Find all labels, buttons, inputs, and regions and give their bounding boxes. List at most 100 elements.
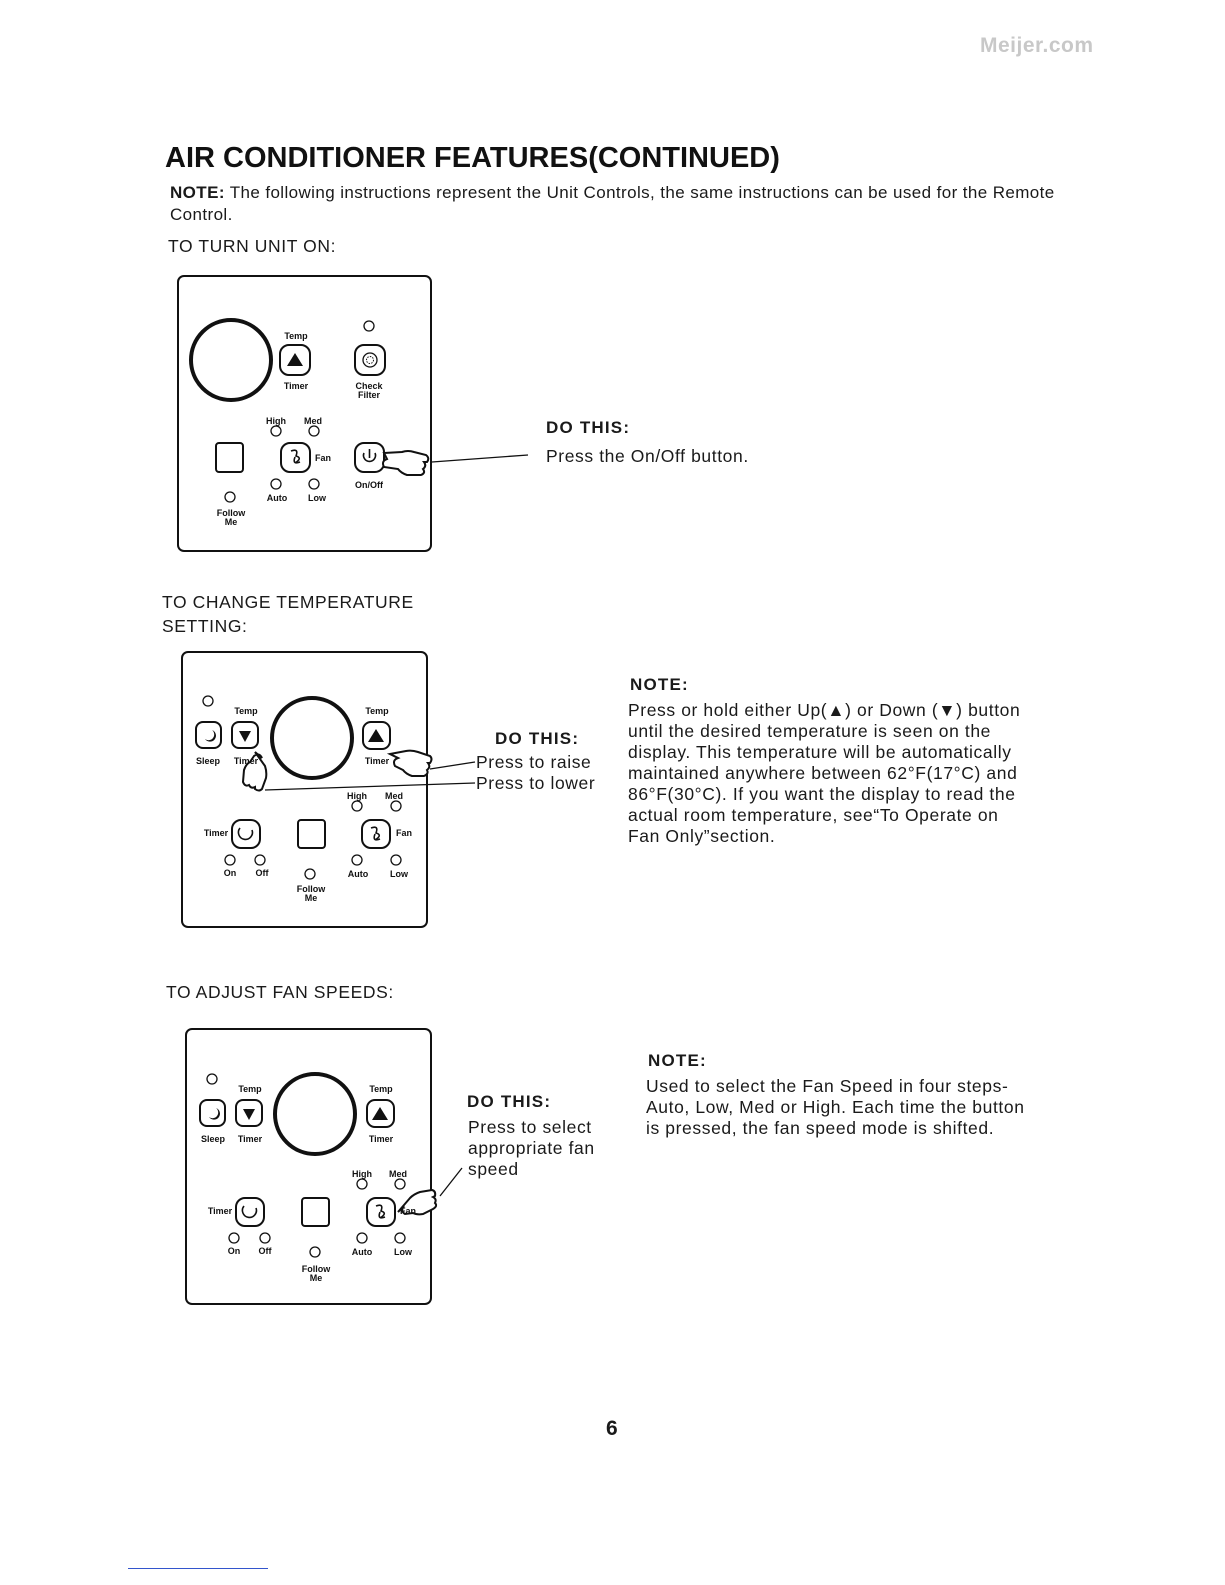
note-label-fan: NOTE: — [648, 1051, 707, 1070]
timer-icon — [237, 827, 254, 841]
fan-button — [280, 442, 311, 473]
page-title: AIR CONDITIONER FEATURES(CONTINUED) — [165, 142, 780, 174]
page-number: 6 — [606, 1417, 618, 1440]
control-panel-3 — [185, 1028, 432, 1305]
control-panel-1 — [177, 275, 432, 552]
svg-text:Med: Med — [304, 416, 322, 426]
fan-instruction-line: appropriate fan — [468, 1138, 595, 1158]
svg-text:Timer: Timer — [284, 381, 309, 391]
svg-text:Low: Low — [394, 1247, 413, 1257]
do-this-label-2: DO THIS: — [495, 729, 580, 748]
svg-text:High: High — [352, 1169, 372, 1179]
sleep-button — [195, 721, 222, 749]
fan-instruction-line: speed — [468, 1159, 519, 1179]
svg-text:Follow: Follow — [217, 508, 246, 518]
footer-link-underline — [128, 1568, 268, 1569]
power-icon — [362, 449, 377, 463]
svg-text:Fan: Fan — [315, 453, 331, 463]
svg-text:On: On — [228, 1246, 241, 1256]
svg-text:Filter: Filter — [358, 390, 381, 400]
up-arrow-icon — [287, 353, 303, 366]
intro-note-text: The following instructions represent the… — [170, 183, 1055, 224]
note-line: Used to select the Fan Speed in four ste… — [646, 1076, 1009, 1096]
svg-text:Temp: Temp — [238, 1084, 262, 1094]
temp-down-button — [231, 721, 259, 749]
svg-text:Timer: Timer — [234, 756, 259, 766]
svg-text:Temp: Temp — [365, 706, 389, 716]
svg-text:Timer: Timer — [369, 1134, 394, 1144]
section-title-turn-on: TO TURN UNIT ON: — [168, 236, 337, 256]
svg-text:Med: Med — [385, 791, 403, 801]
timer-button — [231, 819, 261, 849]
p1-label-temp: Temp — [284, 331, 308, 341]
svg-text:High: High — [266, 416, 286, 426]
note-line: Fan Only”section. — [628, 826, 776, 846]
intro-note: NOTE: The following instructions represe… — [170, 182, 1070, 226]
filter-icon — [362, 352, 378, 368]
note-text-fan: Used to select the Fan Speed in four ste… — [646, 1076, 1086, 1139]
up-arrow-icon-2 — [368, 729, 384, 742]
svg-text:Auto: Auto — [348, 869, 369, 879]
intro-note-label: NOTE: — [170, 183, 225, 202]
temp-up-button-2 — [362, 721, 391, 750]
svg-text:Timer: Timer — [208, 1206, 233, 1216]
note-line: 86°F(30°C). If you want the display to r… — [628, 784, 1016, 804]
indicator-light — [363, 320, 375, 332]
note-line: maintained anywhere between 62°F(17°C) a… — [628, 763, 1018, 783]
note-line: actual room temperature, see“To Operate … — [628, 805, 999, 825]
svg-text:On: On — [224, 868, 237, 878]
svg-text:Fan: Fan — [400, 1206, 416, 1216]
check-filter-button — [354, 344, 386, 376]
display-dial — [189, 318, 273, 402]
note-line: until the desired temperature is seen on… — [628, 721, 991, 741]
note-label-temp: NOTE: — [630, 675, 689, 694]
fan-instruction: Press to select appropriate fan speed — [468, 1117, 595, 1180]
fan-button-3 — [366, 1197, 396, 1227]
section-title-change-temp: TO CHANGE TEMPERATURE SETTING: — [162, 590, 414, 638]
on-off-button — [354, 442, 385, 473]
section-title-line2: SETTING: — [162, 616, 248, 636]
svg-text:Fan: Fan — [396, 828, 412, 838]
svg-text:Me: Me — [310, 1273, 323, 1283]
svg-text:High: High — [347, 791, 367, 801]
svg-text:Timer: Timer — [204, 828, 229, 838]
down-arrow-icon — [239, 731, 251, 742]
pointing-hand-icon — [382, 450, 430, 476]
svg-text:Sleep: Sleep — [196, 756, 221, 766]
note-line: Press or hold either Up(▲) or Down (▼) b… — [628, 700, 1021, 720]
svg-text:Me: Me — [225, 517, 238, 527]
watermark: Meijer.com — [980, 34, 1094, 57]
note-line: Auto, Low, Med or High. Each time the bu… — [646, 1097, 1025, 1117]
svg-text:Timer: Timer — [238, 1134, 263, 1144]
svg-text:Auto: Auto — [267, 493, 288, 503]
fan-instruction-line: Press to select — [468, 1117, 592, 1137]
svg-text:Timer: Timer — [365, 756, 390, 766]
note-line: is pressed, the fan speed mode is shifte… — [646, 1118, 995, 1138]
fan-icon — [290, 449, 301, 464]
svg-text:On/Off: On/Off — [355, 480, 384, 490]
svg-text:Temp: Temp — [234, 706, 258, 716]
turn-on-instruction: Press the On/Off button. — [546, 446, 749, 466]
svg-text:Auto: Auto — [352, 1247, 373, 1257]
do-this-label-1: DO THIS: — [546, 418, 631, 437]
svg-text:Low: Low — [390, 869, 409, 879]
svg-text:Me: Me — [305, 893, 318, 903]
moon-icon — [205, 730, 216, 742]
svg-text:Temp: Temp — [369, 1084, 393, 1094]
svg-text:Check: Check — [355, 381, 383, 391]
svg-text:Off: Off — [256, 868, 270, 878]
press-to-raise: Press to raise — [476, 752, 592, 772]
do-this-label-3: DO THIS: — [467, 1092, 552, 1111]
svg-text:Follow: Follow — [302, 1264, 331, 1274]
section-title-line1: TO CHANGE TEMPERATURE — [162, 592, 414, 612]
section-title-fan-speeds: TO ADJUST FAN SPEEDS: — [166, 982, 394, 1002]
temp-up-button — [279, 344, 311, 376]
svg-text:Follow: Follow — [297, 884, 326, 894]
svg-text:Off: Off — [259, 1246, 273, 1256]
control-panel-2 — [181, 651, 428, 928]
display-button — [215, 442, 244, 473]
svg-text:Low: Low — [308, 493, 327, 503]
svg-text:Med: Med — [389, 1169, 407, 1179]
svg-text:Sleep: Sleep — [201, 1134, 226, 1144]
note-line: display. This temperature will be automa… — [628, 742, 1012, 762]
